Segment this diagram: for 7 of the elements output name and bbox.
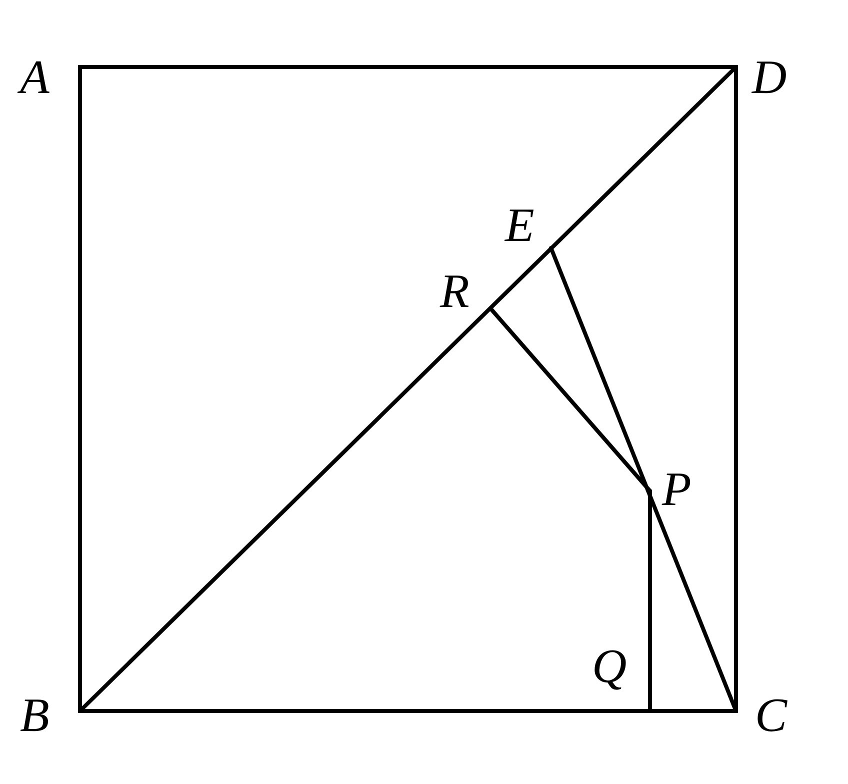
point-label: D [752, 54, 787, 102]
point-label: E [505, 202, 534, 250]
point-label: R [440, 268, 470, 316]
point-label: C [755, 692, 788, 740]
point-label: P [662, 466, 692, 514]
point-label: Q [592, 643, 627, 691]
point-label: B [20, 692, 50, 740]
